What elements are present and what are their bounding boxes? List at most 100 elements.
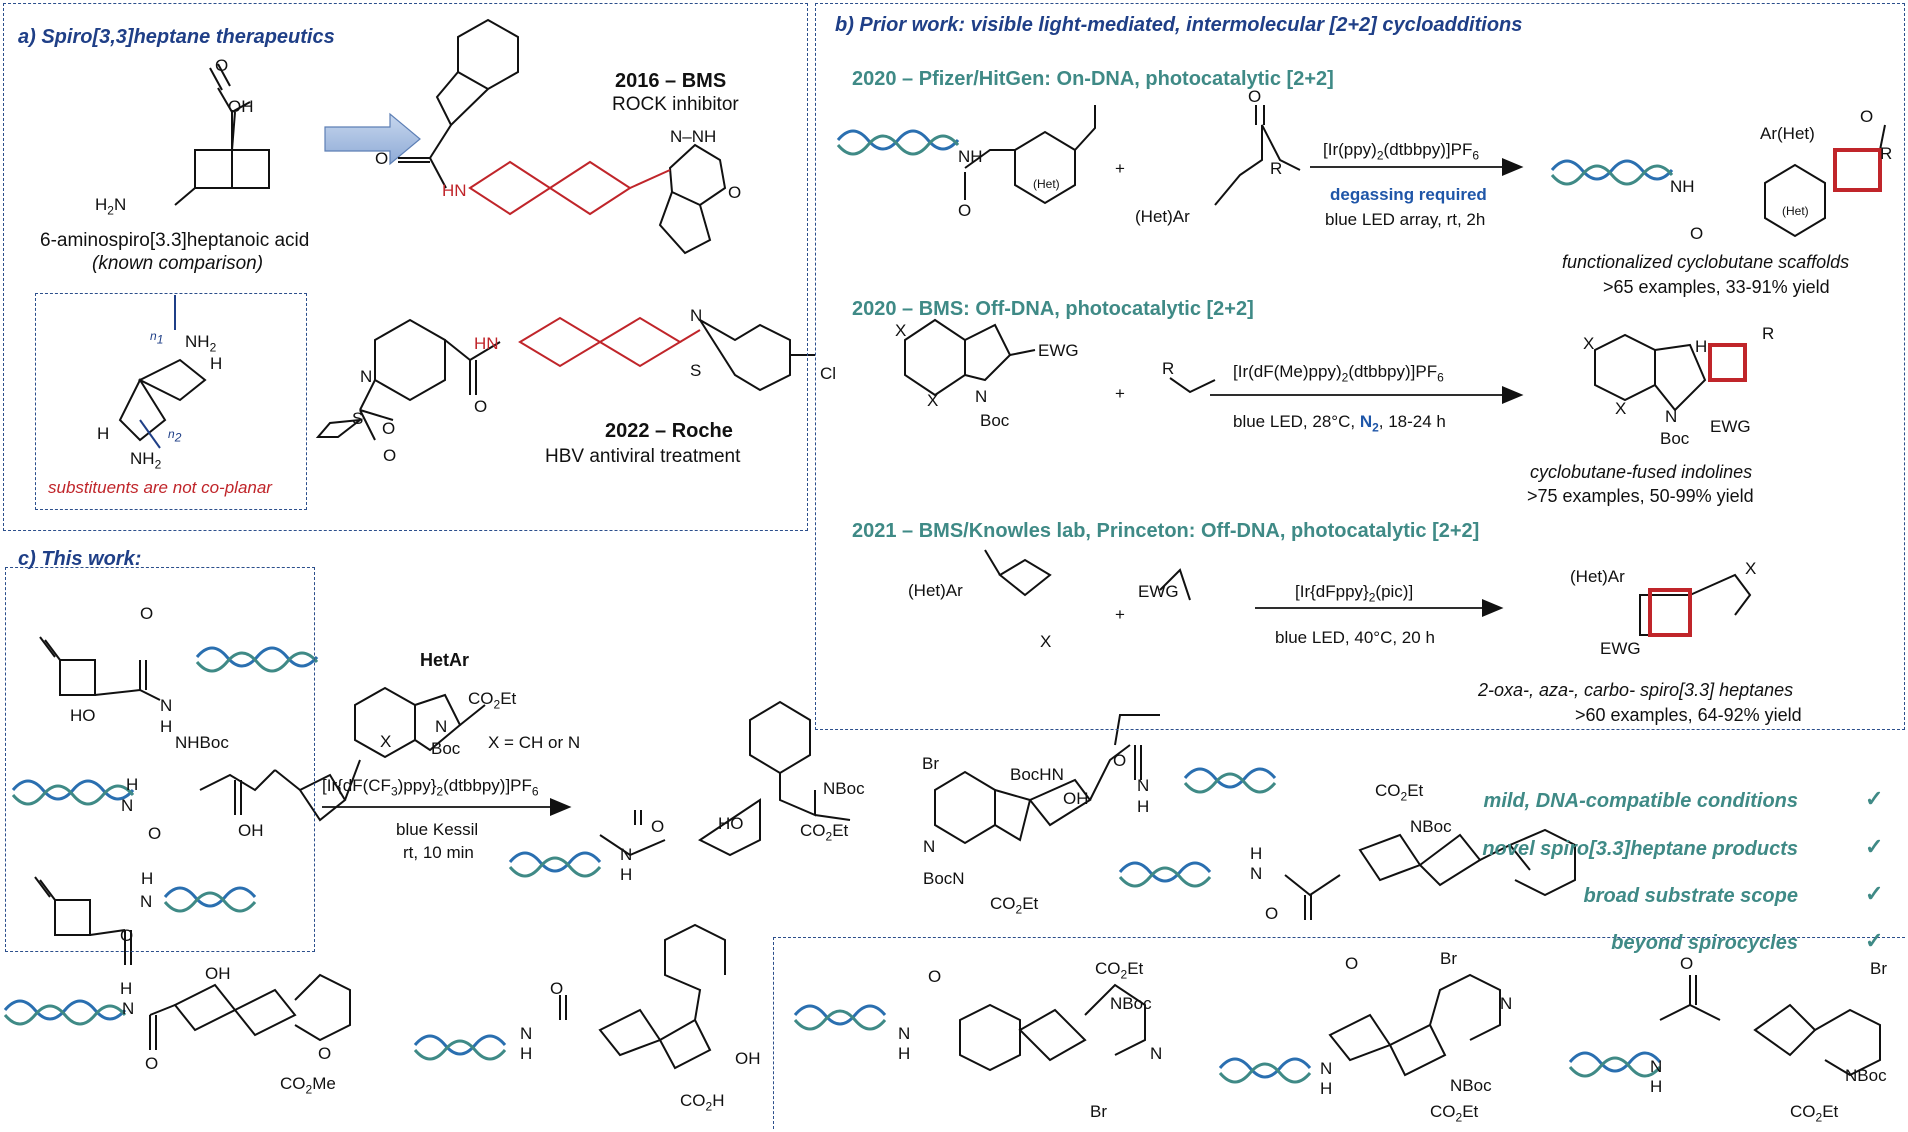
atom-label: O: [728, 183, 742, 202]
atom-label: O: [651, 817, 665, 836]
pfizer-heading: 2020 – Pfizer/HitGen: On-DNA, photocatal…: [852, 68, 1334, 90]
atom-label: EWG: [1038, 341, 1079, 360]
benefit-novel-products: novel spiro[3.3]heptane products: [1482, 838, 1798, 860]
atom-label: H: [1695, 337, 1708, 356]
atom-label: R: [1880, 144, 1893, 163]
atom-label: H: [1320, 1079, 1333, 1098]
atom-label: BocN: [923, 869, 965, 888]
atom-label: n2: [168, 427, 182, 445]
beyond-spirocycles-box: [773, 937, 1905, 1129]
atom-label: (Het): [1033, 177, 1060, 191]
panel-a-box: [3, 3, 808, 531]
atom-label: HN: [474, 334, 499, 353]
atom-label: CO2Et: [1790, 1102, 1839, 1125]
this-work-cond2: rt, 10 min: [403, 843, 474, 862]
this-work-structures: [34, 636, 851, 965]
atom-label: N: [1150, 1044, 1163, 1063]
atom-label: O: [382, 419, 396, 438]
pfizer-catalyst: [Ir(ppy)2(dtbbpy)]PF6: [1323, 140, 1480, 163]
pfizer-note: degassing required: [1330, 185, 1487, 204]
pfizer-scope: >65 examples, 33-91% yield: [1603, 277, 1830, 297]
aminospiro-acid-name: 6-aminospiro[3.3]heptanoic acid: [40, 230, 310, 251]
atom-label: O: [375, 149, 389, 168]
atom-label: O: [215, 56, 229, 75]
atom-label: OH: [205, 964, 231, 983]
atom-label: Br: [1440, 949, 1457, 968]
atom-label: (Het)Ar: [1135, 207, 1190, 226]
non-coplanar-caption: substituents are not co-planar: [48, 478, 272, 497]
atom-label: R: [1762, 324, 1775, 343]
hetar-label: HetAr: [420, 650, 470, 670]
atom-label: Boc: [1660, 429, 1690, 448]
knowles-heading: 2021 – BMS/Knowles lab, Princeton: Off-D…: [852, 520, 1480, 542]
atom-label: N: [1250, 864, 1263, 883]
atom-label: NH2: [130, 449, 162, 472]
atom-label: +: [1115, 384, 1125, 403]
atom-label: N–NH: [670, 127, 717, 146]
atom-label: O: [1113, 751, 1127, 770]
benefit-broad-scope: broad substrate scope: [1583, 885, 1798, 907]
atom-label: EWG: [1138, 582, 1179, 601]
atom-label: O: [928, 967, 942, 986]
roche-title: 2022 – Roche: [605, 420, 733, 442]
atom-label: O: [1690, 224, 1704, 243]
aminospiro-acid-structure: [174, 63, 270, 206]
atom-label: n1: [150, 329, 164, 347]
atom-label: R: [1270, 159, 1283, 178]
non-coplanar-box: [35, 293, 307, 510]
bms-title: 2016 – BMS: [615, 70, 727, 92]
bms-result: cyclobutane-fused indolines: [1530, 462, 1753, 482]
atom-label: O: [145, 1054, 159, 1073]
atom-label: OH: [228, 97, 254, 116]
dna-helix-strands: [3, 129, 1674, 1084]
atom-label: BocHN: [1010, 765, 1064, 784]
atom-label: O: [1248, 87, 1262, 106]
atom-label: Br: [922, 754, 939, 773]
atom-label: N: [690, 306, 703, 325]
atom-label: N: [360, 367, 373, 386]
atom-label: NBoc: [1110, 994, 1152, 1013]
atom-label: O: [1860, 107, 1874, 126]
atom-label: H: [97, 424, 110, 443]
rock-spiro-core: [468, 160, 671, 216]
atom-label: R: [1162, 359, 1175, 378]
atom-label: (Het)Ar: [908, 581, 963, 600]
benefit-mild-conditions: mild, DNA-compatible conditions: [1483, 790, 1798, 812]
atom-label: CO2Et: [1375, 781, 1424, 804]
atom-label: HO: [718, 814, 744, 833]
atom-label: O: [550, 979, 564, 998]
atom-label: X: [1615, 399, 1627, 418]
atom-label: HN: [442, 181, 467, 200]
atom-label: NH2: [185, 332, 217, 355]
atom-label: CO2Et: [468, 689, 517, 712]
atom-label: NBoc: [1450, 1076, 1492, 1095]
atom-label: X: [380, 732, 392, 751]
atom-label: H: [1137, 797, 1150, 816]
atom-label: (Het): [1782, 204, 1809, 218]
atom-label: CO2Et: [800, 821, 849, 844]
pfizer-cyclobutane: [1833, 148, 1882, 192]
atom-label: H: [210, 354, 223, 373]
atom-label: N: [1650, 1057, 1663, 1076]
atom-label: N: [121, 796, 134, 815]
atom-label: H2N: [95, 195, 127, 218]
atom-label: Br: [1870, 959, 1887, 978]
atom-label: N: [435, 717, 448, 736]
atom-label: X: [927, 391, 939, 410]
atom-label: H: [1250, 844, 1263, 863]
aminospiro-acid-note: (known comparison): [92, 253, 264, 274]
atom-label: H: [160, 717, 173, 736]
atom-label: Br: [1090, 1102, 1107, 1121]
atom-label: O: [318, 1044, 332, 1063]
atom-label: X: [1040, 632, 1052, 651]
bms-scope: >75 examples, 50-99% yield: [1527, 486, 1754, 506]
reaction-arrows: [322, 158, 1524, 816]
atom-label: N: [923, 837, 936, 856]
atom-label: N: [898, 1024, 911, 1043]
bms-cyclobutane: [1708, 343, 1747, 382]
atom-label: N: [140, 892, 153, 911]
product-examples: [934, 714, 1576, 920]
atom-label: EWG: [1710, 417, 1751, 436]
check-icon: ✓: [1865, 786, 1884, 811]
atom-label: N: [122, 999, 135, 1018]
